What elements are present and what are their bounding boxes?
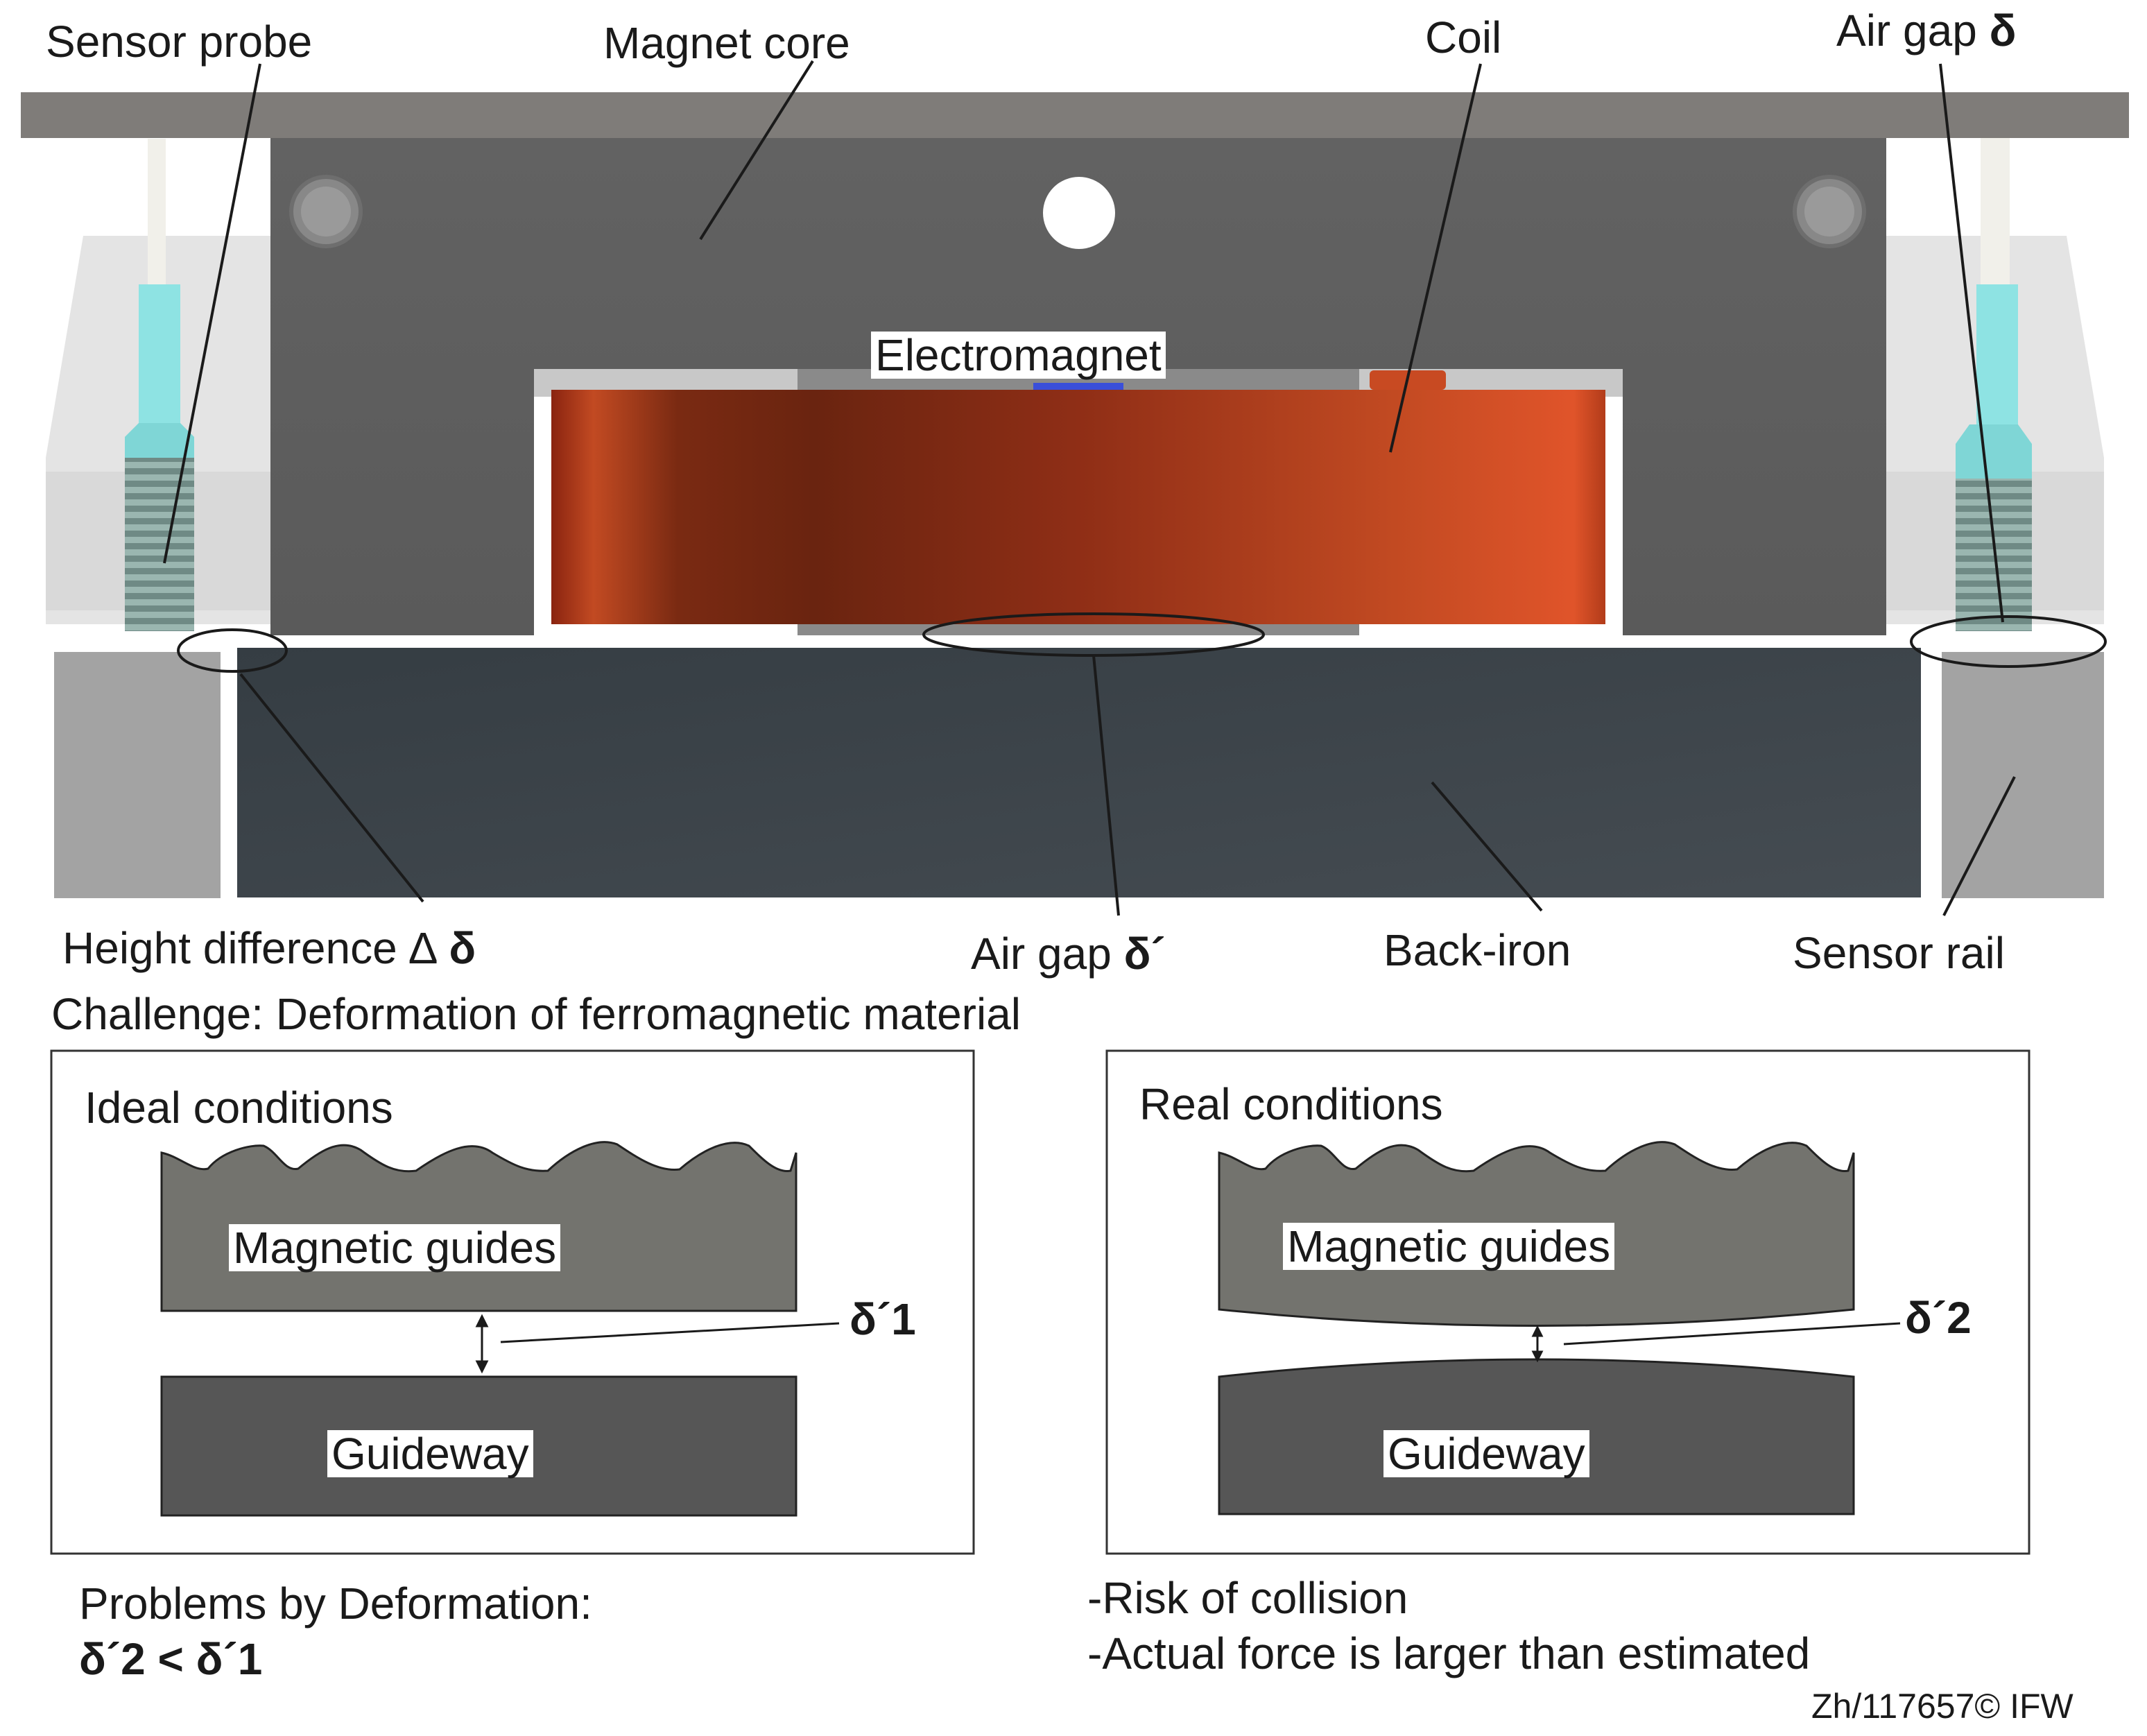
real-magnetic-guides-label: Magnetic guides (1283, 1223, 1615, 1270)
back-iron-shape (237, 648, 1921, 897)
risk-line-2: -Actual force is larger than estimated (1087, 1628, 1811, 1678)
copyright-note: Zh/117657© IFW (1811, 1687, 2073, 1726)
ideal-gap-arrow (475, 1314, 840, 1374)
challenge-heading: Challenge: Deformation of ferromagnetic … (51, 989, 1021, 1039)
real-conditions-panel (1105, 1049, 2030, 1555)
sensor-rail-label: Sensor rail (1793, 928, 2005, 978)
ideal-magnetic-guides-label: Magnetic guides (229, 1224, 561, 1271)
air-gap-bottom-label: Air gap δ´ (971, 929, 1166, 979)
electromagnet-label: Electromagnet (871, 332, 1166, 379)
magnet-core-label: Magnet core (603, 18, 850, 68)
leader-lines (163, 60, 2016, 916)
top-plate (21, 92, 2129, 138)
air-gap-top-label: Air gap δ (1836, 6, 2017, 55)
left-gap-ellipse (177, 628, 288, 673)
air-gap-bottom-delta: δ´ (1123, 929, 1166, 979)
height-difference-label: Height difference ∆ δ (62, 923, 476, 973)
real-guideway-label: Guideway (1383, 1430, 1589, 1477)
ideal-guideway-label: Guideway (327, 1430, 533, 1477)
real-gap-arrow (1531, 1322, 1901, 1363)
coil-shape (551, 370, 1605, 624)
real-conditions-title: Real conditions (1139, 1079, 1443, 1129)
back-iron-label: Back-iron (1383, 925, 1571, 975)
ideal-conditions-panel (50, 1049, 975, 1555)
left-sensor-rail (54, 652, 221, 898)
sensor-probe-label: Sensor probe (46, 17, 313, 67)
risk-line-1: -Risk of collision (1087, 1573, 1408, 1623)
right-sensor-rail (1942, 652, 2104, 898)
right-gap-ellipse (1910, 615, 2107, 668)
coil-label: Coil (1425, 12, 1502, 62)
height-difference-delta: δ (449, 923, 476, 973)
problems-formula: δ´2 < δ´1 (79, 1634, 263, 1684)
ideal-gap-label: δ´1 (850, 1294, 916, 1344)
problems-title: Problems by Deformation: (79, 1579, 592, 1628)
ideal-conditions-title: Ideal conditions (85, 1083, 393, 1133)
real-gap-label: δ´2 (1905, 1293, 1972, 1343)
left-sensor-probe (125, 139, 194, 631)
right-sensor-probe (1956, 121, 2032, 631)
air-gap-top-delta: δ (1989, 6, 2017, 55)
air-gap-band (46, 635, 2104, 648)
